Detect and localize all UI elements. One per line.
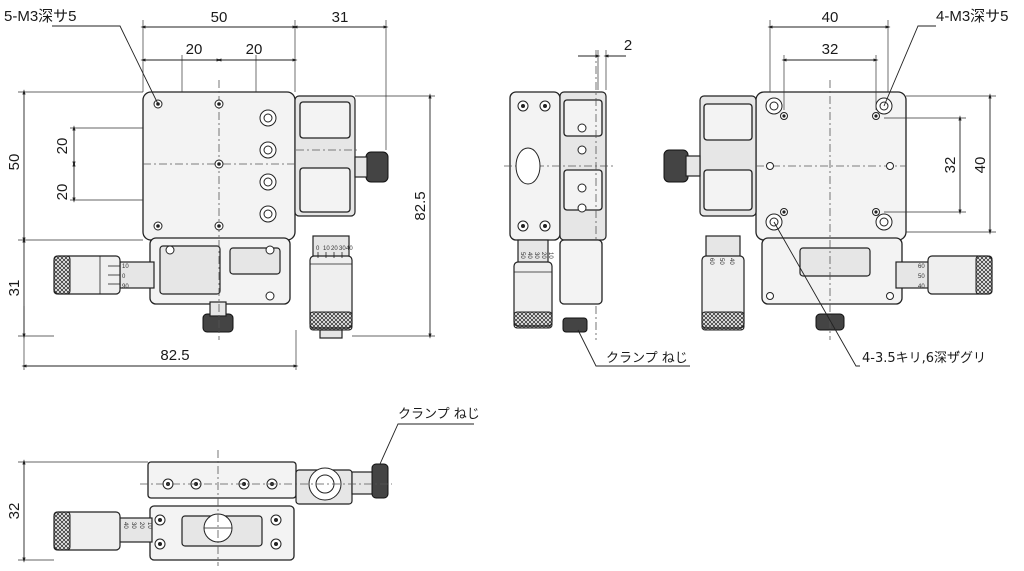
front-micrometer-knurl	[53, 511, 71, 551]
bottom-hole-spec: 4-M3深サ5	[936, 8, 1009, 25]
bottom-clamp-shaft	[685, 155, 701, 177]
bottom-guide-upper	[703, 103, 753, 141]
top-view: 5-M3深サ5 50 31 20 20 50 20 20 31 82.5 82.…	[4, 8, 435, 370]
bottom-hole-spec-leader	[883, 25, 936, 107]
top-mount-holes	[153, 99, 277, 301]
bottom-dim-inner: 32	[822, 41, 839, 58]
bottom-hscale-1: 50	[918, 274, 925, 280]
bottom-view: 60 50 40 60 50 40	[663, 8, 1009, 367]
top-vmicrometer-end	[319, 329, 343, 339]
top-vmicrometer-ticks	[310, 252, 352, 265]
top-clamp-shaft	[354, 156, 368, 178]
top-vscale-3: 30	[339, 246, 346, 252]
side-view: 50 40 30 20 10 2 クランプ ねじ	[504, 37, 690, 367]
side-knob-ring	[515, 147, 541, 185]
top-thimble-side-ticks	[99, 256, 120, 294]
top-dim-micrometer: 31	[6, 280, 23, 297]
bottom-hscale-2: 40	[918, 284, 925, 290]
front-dim-height: 32	[6, 503, 23, 520]
top-guide-block-upper	[299, 101, 351, 139]
top-dim-half-left: 20	[186, 41, 203, 58]
bottom-vmicrometer-sleeve	[705, 235, 741, 259]
top-bottom-knob	[202, 313, 234, 333]
top-dim-total-width: 82.5	[160, 347, 189, 364]
bottom-hscale-0: 60	[918, 264, 925, 270]
top-hole-spec-leader	[52, 25, 159, 105]
side-clamp-label: クランプ ねじ	[606, 351, 688, 366]
top-guide-block-lower	[299, 167, 351, 213]
bottom-dim-v-inner: 32	[942, 157, 959, 174]
top-base-slot-2	[229, 247, 281, 275]
front-scale-1: 30	[130, 522, 136, 529]
front-scale-2: 20	[138, 522, 144, 529]
side-micrometer-knurl	[513, 311, 553, 329]
front-scale-3: 10	[146, 522, 152, 529]
front-clamp-label: クランプ ねじ	[398, 407, 480, 422]
bottom-dim-width: 40	[822, 9, 839, 26]
top-dim-v-lower: 20	[54, 184, 71, 201]
bottom-micrometer-knurl	[975, 255, 993, 295]
top-dim-half-right: 20	[246, 41, 263, 58]
top-bottom-knob-shaft	[209, 301, 227, 317]
top-dim-height: 50	[6, 154, 23, 171]
bottom-base-slot	[799, 247, 871, 277]
top-vscale-0: 0	[316, 246, 320, 252]
side-clamp-block	[559, 239, 603, 305]
side-clamp-knob	[562, 317, 588, 333]
bottom-vscale-2: 40	[728, 258, 734, 265]
top-hscale-1: 0	[122, 274, 126, 280]
top-hscale-2: 90	[122, 284, 129, 290]
side-micrometer-sleeve	[517, 239, 549, 265]
side-scale-2: 30	[533, 252, 539, 259]
side-scale-0: 50	[519, 252, 525, 259]
side-guide-upper	[563, 99, 603, 137]
top-dim-width: 50	[211, 9, 228, 26]
bottom-vscale-1: 50	[718, 258, 724, 265]
bottom-clamp-knob	[663, 149, 689, 183]
bottom-vscale-0: 60	[708, 258, 714, 265]
top-vscale-1: 10	[323, 246, 330, 252]
top-vscale-4: 40	[346, 246, 353, 252]
bottom-vmicrometer-knurl	[701, 311, 745, 331]
top-dim-total-height: 82.5	[412, 191, 429, 220]
top-base-slot	[159, 245, 221, 295]
front-micrometer-sleeve	[117, 517, 153, 543]
top-hole-spec: 5-M3深サ5	[4, 8, 77, 25]
top-dim-v-upper: 20	[54, 138, 71, 155]
side-clamp-leader	[577, 329, 690, 367]
side-scale-3: 20	[540, 252, 546, 259]
top-hscale-0: 10	[122, 264, 129, 270]
top-clamp-knob	[365, 151, 389, 183]
side-scale-4: 10	[547, 252, 553, 259]
bottom-counterbore-leader	[773, 221, 860, 367]
top-vscale-2: 20	[331, 246, 338, 252]
side-scale-1: 40	[526, 252, 532, 259]
bottom-guide-lower	[703, 169, 753, 211]
front-view: 40 30 20 10 32 クランプ ねじ	[6, 407, 480, 566]
top-micrometer-knurl	[53, 255, 71, 295]
bottom-dim-v-outer: 40	[972, 157, 989, 174]
side-dim-gap: 2	[624, 37, 632, 54]
front-scale-0: 40	[122, 522, 128, 529]
bottom-micrometer-sleeve	[895, 261, 931, 289]
top-vmicrometer-knurl	[309, 311, 353, 331]
side-holes	[517, 100, 587, 232]
bottom-counterbore-spec: 4-3.5キリ,6深ザ゙グリ	[862, 351, 986, 366]
front-clamp-leader	[379, 423, 474, 465]
front-clamp-knob	[371, 463, 389, 499]
front-clamp-shaft	[351, 471, 375, 495]
top-dim-right-offset: 31	[332, 9, 349, 26]
